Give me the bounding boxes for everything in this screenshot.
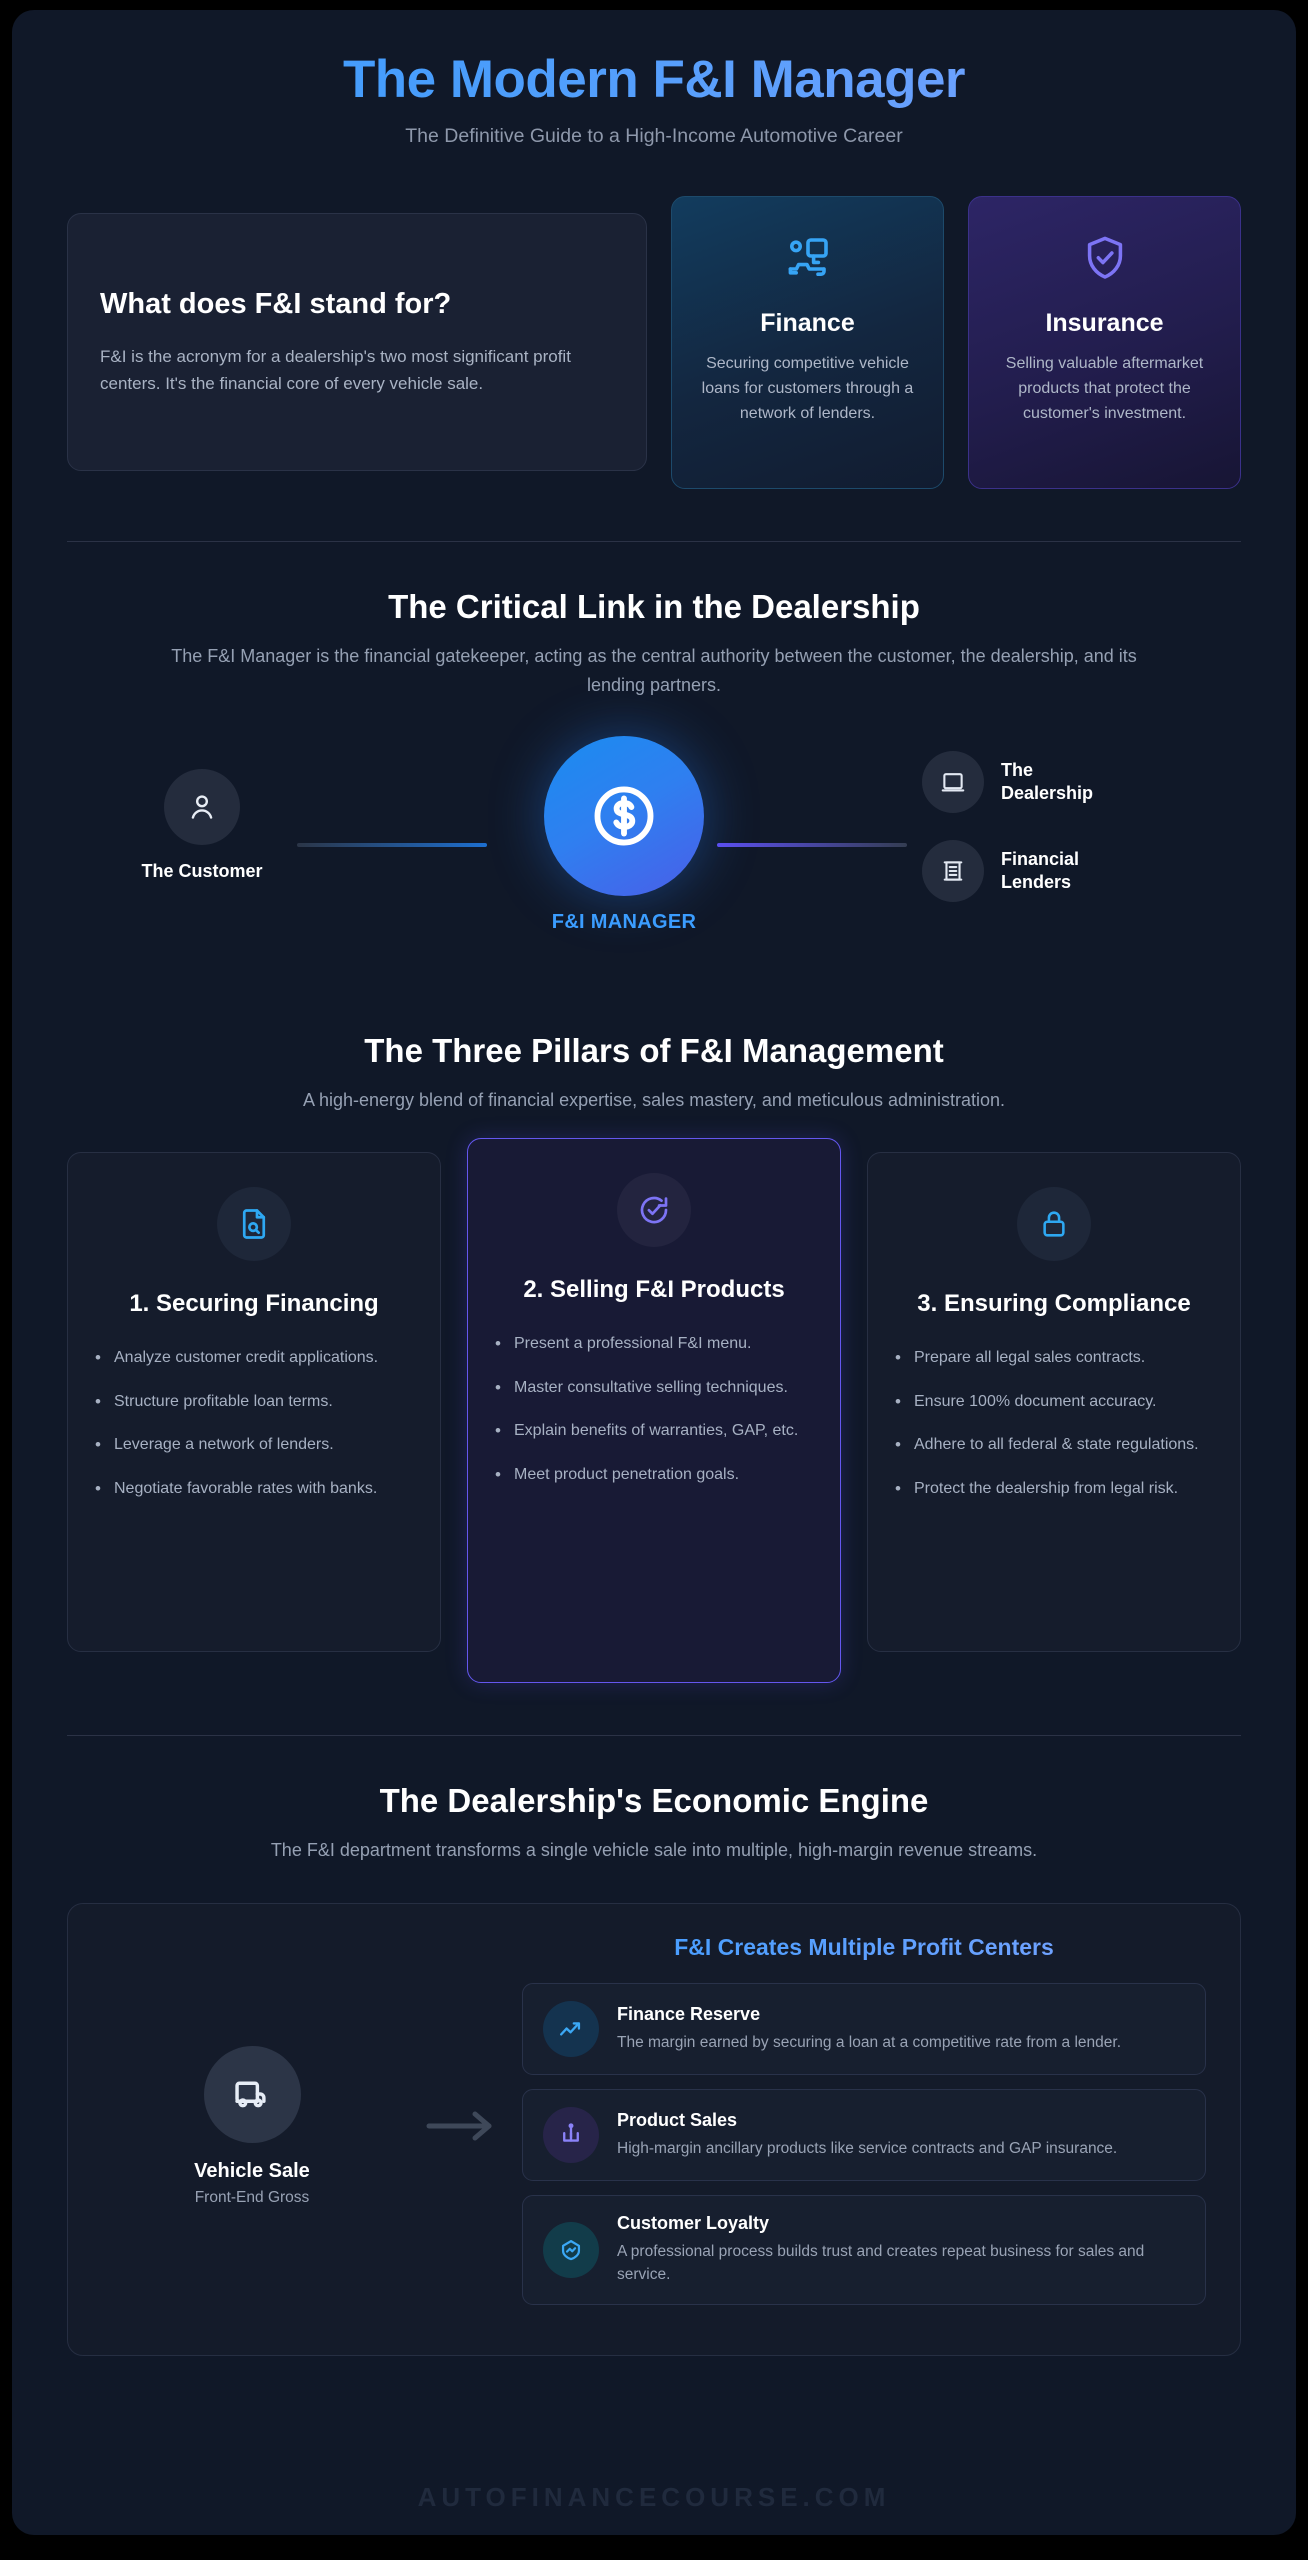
right-nodes-group: The Dealership Financial Lenders <box>922 750 1121 902</box>
list-item: Analyze customer credit applications. <box>95 1345 414 1371</box>
critical-link-header: The Critical Link in the Dealership The … <box>67 588 1241 700</box>
stream-body: The margin earned by securing a loan at … <box>617 2034 1122 2051</box>
node-dealership-label: The Dealership <box>1001 759 1094 803</box>
list-item: Adhere to all federal & state regulation… <box>895 1432 1214 1458</box>
pillars-row: 1. Securing Financing Analyze customer c… <box>67 1138 1241 1684</box>
lock-icon <box>1017 1187 1091 1262</box>
pillars-header: The Three Pillars of F&I Management A hi… <box>67 1032 1241 1115</box>
finance-card-title: Finance <box>760 308 855 337</box>
page-subtitle: The Definitive Guide to a High-Income Au… <box>405 124 903 147</box>
insurance-card: Insurance Selling valuable aftermarket p… <box>968 195 1241 489</box>
node-customer-label: The Customer <box>141 860 263 881</box>
finance-card: Finance Securing competitive vehicle loa… <box>671 195 944 489</box>
engine-subheading: The F&I department transforms a single v… <box>270 1840 1038 1861</box>
definition-body: F&I is the acronym for a dealership's tw… <box>100 346 571 393</box>
hero-header: The Modern F&I Manager The Definitive Gu… <box>67 10 1241 148</box>
list-item: Structure profitable loan terms. <box>95 1389 414 1415</box>
shield-check-icon <box>989 229 1220 287</box>
stream-title: Customer Loyalty <box>617 2213 770 2234</box>
car-loan-icon <box>692 229 923 287</box>
arrow-right-icon <box>412 2109 512 2143</box>
finance-card-body: Securing competitive vehicle loans for c… <box>701 354 914 422</box>
building-icon <box>922 750 984 813</box>
pillar-title-2: 2. Selling F&I Products <box>523 1276 785 1304</box>
list-item: Negotiate favorable rates with banks. <box>95 1476 414 1502</box>
definition-card: What does F&I stand for? F&I is the acro… <box>67 213 647 472</box>
vehicle-sale-title: Vehicle Sale <box>194 2159 310 2182</box>
profit-streams: F&I Creates Multiple Profit Centers Fina… <box>522 1934 1206 2319</box>
file-search-icon <box>217 1187 291 1262</box>
pillars-subheading: A high-energy blend of financial experti… <box>302 1089 1006 1110</box>
node-customer: The Customer <box>122 768 282 882</box>
pillar-bullets-3: Prepare all legal sales contracts. Ensur… <box>894 1345 1214 1503</box>
vehicle-icon <box>203 2045 301 2143</box>
engine-header: The Dealership's Economic Engine The F&I… <box>67 1782 1241 1865</box>
stream-title: Finance Reserve <box>617 2004 761 2024</box>
document-lines-icon <box>922 839 984 902</box>
list-item: Meet product penetration goals. <box>495 1462 814 1488</box>
user-icon <box>164 768 240 845</box>
check-cycle-icon <box>617 1173 691 1248</box>
engine-panel: Vehicle Sale Front-End Gross F&I Creates… <box>67 1903 1241 2356</box>
node-fi-manager-label: F&I MANAGER <box>551 910 697 933</box>
critical-link-subheading: The F&I Manager is the financial gatekee… <box>171 645 1137 695</box>
definition-heading: What does F&I stand for? <box>100 287 452 320</box>
pillar-title-1: 1. Securing Financing <box>129 1290 379 1318</box>
profit-streams-title: F&I Creates Multiple Profit Centers <box>522 1934 1206 1961</box>
stream-body: A professional process builds trust and … <box>617 2243 1145 2284</box>
stream-text: Product Sales High-margin ancillary prod… <box>617 2110 1117 2160</box>
pillar-bullets-2: Present a professional F&I menu. Master … <box>494 1331 814 1489</box>
stream-body: High-margin ancillary products like serv… <box>617 2140 1118 2157</box>
critical-link-heading: The Critical Link in the Dealership <box>388 587 920 625</box>
list-item: Leverage a network of lenders. <box>95 1432 414 1458</box>
list-item: Present a professional F&I menu. <box>495 1331 814 1357</box>
insurance-card-body: Selling valuable aftermarket products th… <box>1005 354 1204 422</box>
footer-watermark: AUTOFINANCECOURSE.COM <box>417 2482 891 2512</box>
stream-title: Product Sales <box>617 2110 738 2130</box>
list-item: Protect the dealership from legal risk. <box>895 1476 1214 1502</box>
pillars-heading: The Three Pillars of F&I Management <box>364 1031 944 1069</box>
pillar-card-1: 1. Securing Financing Analyze customer c… <box>67 1152 441 1653</box>
node-lenders-label: Financial Lenders <box>1001 848 1080 892</box>
pillar-card-2: 2. Selling F&I Products Present a profes… <box>467 1138 841 1684</box>
umbrella-icon <box>543 2107 599 2164</box>
stream-row: Product Sales High-margin ancillary prod… <box>522 2089 1206 2182</box>
engine-heading: The Dealership's Economic Engine <box>379 1782 929 1820</box>
list-item: Prepare all legal sales contracts. <box>895 1345 1214 1371</box>
pillar-bullets-1: Analyze customer credit applications. St… <box>94 1345 414 1503</box>
stream-text: Customer Loyalty A professional process … <box>617 2213 1185 2287</box>
node-dealership: The Dealership <box>922 750 1121 813</box>
node-lenders: Financial Lenders <box>922 839 1121 902</box>
vehicle-sale-node: Vehicle Sale Front-End Gross <box>102 2045 402 2207</box>
divider-bottom <box>67 1735 1241 1737</box>
pillar-card-3: 3. Ensuring Compliance Prepare all legal… <box>867 1152 1241 1653</box>
stream-row: Customer Loyalty A professional process … <box>522 2195 1206 2305</box>
critical-link-diagram: The Customer F&I MANAGER <box>67 735 1241 986</box>
page-title: The Modern F&I Manager <box>67 50 1241 111</box>
stream-row: Finance Reserve The margin earned by sec… <box>522 1983 1206 2076</box>
connector-right <box>717 842 907 847</box>
list-item: Ensure 100% document accuracy. <box>895 1389 1214 1415</box>
dollar-circle-icon <box>544 735 704 896</box>
definition-row: What does F&I stand for? F&I is the acro… <box>67 195 1241 489</box>
divider-top <box>67 540 1241 542</box>
infographic-sheet: The Modern F&I Manager The Definitive Gu… <box>12 10 1296 2535</box>
insurance-card-title: Insurance <box>1045 308 1164 337</box>
handshake-badge-icon <box>543 2221 599 2278</box>
list-item: Master consultative selling techniques. <box>495 1375 814 1401</box>
connector-left <box>297 842 487 847</box>
trend-up-icon <box>543 2001 599 2058</box>
vehicle-sale-subtitle: Front-End Gross <box>194 2188 310 2206</box>
stream-text: Finance Reserve The margin earned by sec… <box>617 2004 1121 2054</box>
node-fi-manager: F&I MANAGER <box>524 735 724 934</box>
list-item: Explain benefits of warranties, GAP, etc… <box>495 1418 814 1444</box>
pillar-title-3: 3. Ensuring Compliance <box>917 1290 1191 1318</box>
